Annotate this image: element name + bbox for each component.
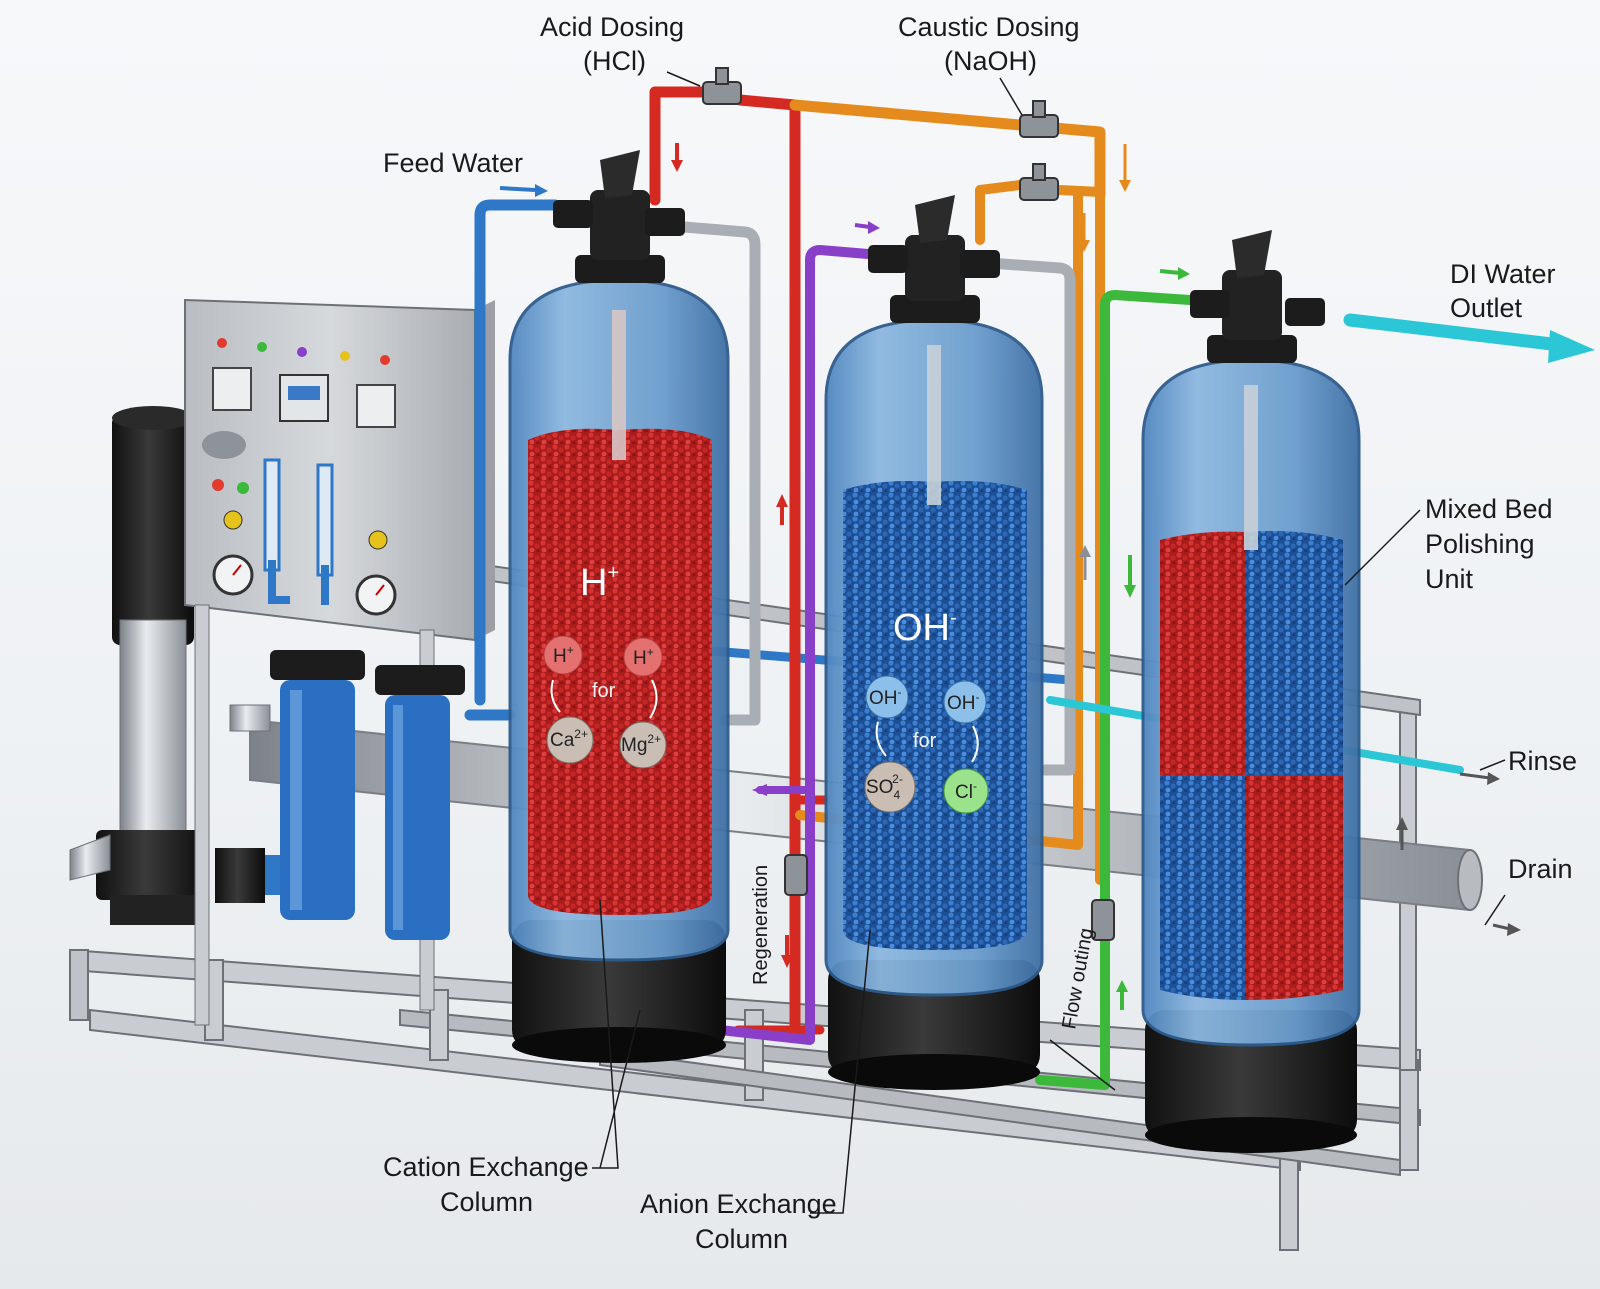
anion-column-label-2: Column [695,1224,788,1254]
anion-ion-c: SO42- [866,772,903,802]
di-water-outlet-label: Outlet [1450,293,1523,323]
green-flow-pipe [1035,290,1195,1090]
valve-icon [702,67,1115,941]
mixed-bed-label-1: Mixed Bed [1425,494,1553,524]
indicator-light-icon [212,338,390,494]
flowmeter-icon [263,458,334,605]
caustic-dosing-label: Caustic Dosing [898,12,1080,42]
cation-big-ion: H+ [580,562,619,604]
valve-icon [553,150,685,283]
cation-ion-d: Mg2+ [621,732,661,756]
cation-ion-c: Ca2+ [550,727,588,751]
pressure-gauge-icon [212,554,397,616]
pump-motor-icon [69,406,206,925]
di-water-label: DI Water [1450,259,1556,289]
drain-label: Drain [1508,854,1573,884]
acid-dosing-formula: (HCl) [583,46,646,76]
anion-big-ion: OH- [893,607,957,649]
rinse-label: Rinse [1508,746,1577,776]
mixed-bed-label-2: Polishing [1425,529,1535,559]
cation-for-text: for [592,680,616,702]
anion-ion-b: OH- [947,690,980,714]
flow-arrow-icon [499,143,1595,1010]
cartridge-filter-icon [215,650,465,940]
flow-outing-label: Flow outing [1058,926,1097,1031]
anion-ion-a: OH- [869,685,902,709]
acid-dosing-pipe [649,86,711,206]
anion-for-text: for [913,730,937,752]
mixed-bed-label-3: Unit [1425,564,1474,594]
purple-regeneration-pipe [715,245,885,1045]
callout-leaders [592,71,1506,1214]
acid-dosing-label: Acid Dosing [540,12,684,42]
anion-exchange-column: OH- OH- OH- for SO42- Cl- [824,195,1044,1090]
mixed-bed-polishing-unit [1141,230,1361,1153]
regeneration-label: Regeneration [750,865,772,985]
caustic-dosing-formula: (NaOH) [944,46,1037,76]
feed-water-pipe [474,199,561,706]
caustic-dosing-pipe [789,99,1106,201]
valve-icon [868,195,1000,323]
anion-ion-d: Cl- [955,779,977,803]
di-water-outlet-pipe [1343,313,1567,352]
feed-water-label: Feed Water [383,148,523,178]
anion-column-label-1: Anion Exchange [640,1189,837,1219]
cation-exchange-column: H+ H+ H+ for Ca2+ Mg2+ [508,150,730,1063]
cation-ion-a: H+ [553,643,574,667]
cation-ion-b: H+ [633,645,654,669]
valve-icon [1190,230,1325,363]
cation-column-label-2: Column [440,1187,533,1217]
cation-column-label-1: Cation Exchange [383,1152,589,1182]
